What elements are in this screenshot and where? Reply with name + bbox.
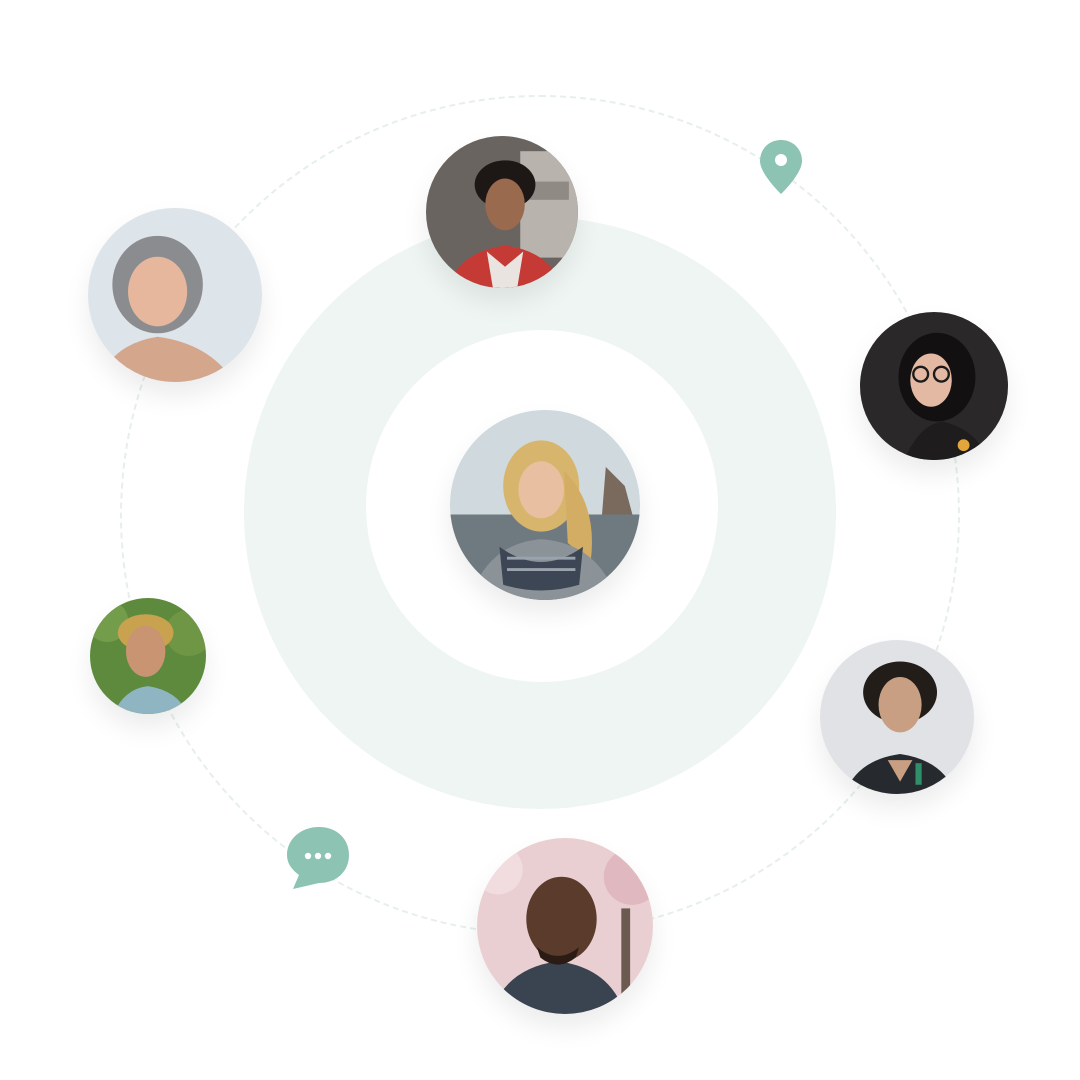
avatar-center [450, 410, 640, 600]
location-pin-icon [757, 138, 805, 196]
chat-bubble-icon [281, 823, 351, 893]
avatar-right [860, 312, 1008, 460]
avatar-left [90, 598, 206, 714]
avatar-lower-right [820, 640, 974, 794]
avatar-upper-left [88, 208, 262, 382]
avatar-top [426, 136, 578, 288]
avatar-bottom [477, 838, 653, 1014]
